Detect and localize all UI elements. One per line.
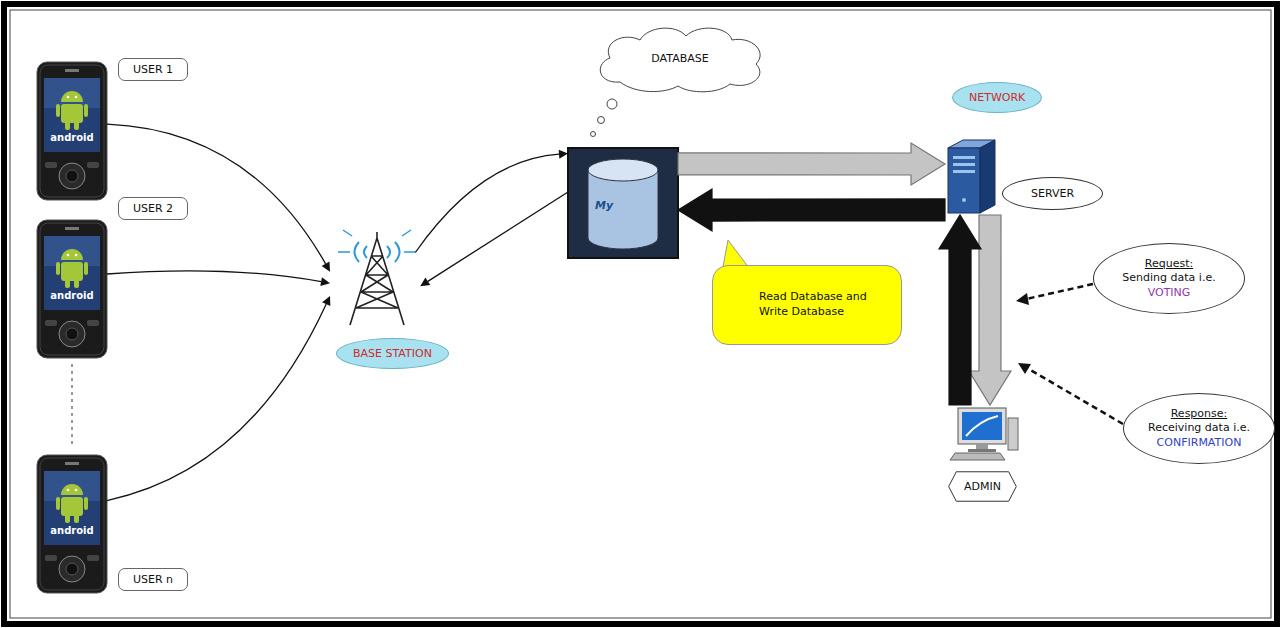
station-label: BASE STATION — [336, 338, 449, 369]
admin: ADMIN — [948, 405, 1020, 462]
network-bubble: NETWORK — [952, 82, 1042, 113]
connector — [939, 215, 981, 405]
network-label: NETWORK — [969, 91, 1025, 104]
base-station: BASE STATION — [330, 228, 425, 325]
user-label: USER 1 — [118, 58, 188, 81]
frame — [4, 4, 1277, 624]
response-text: Receiving data i.e. — [1132, 421, 1266, 435]
logo-text: android — [44, 290, 100, 301]
user-phone: USER 1 — [37, 62, 107, 200]
ellipsis-line — [71, 364, 73, 448]
dashed-pointer — [1026, 284, 1123, 424]
callout-text: Read Database and Write Database — [759, 290, 885, 320]
response-text: CONFIRMATION — [1132, 436, 1266, 450]
connector — [107, 124, 330, 272]
pointer-head — [1016, 293, 1031, 374]
user-phone: USER 2 — [37, 220, 107, 355]
user-label: USER n — [118, 568, 188, 591]
request-text: VOTING — [1102, 286, 1236, 300]
connector — [416, 150, 569, 253]
user-phone: USER n — [37, 455, 107, 593]
database-cloud: DATABASE — [590, 22, 770, 94]
connector — [678, 189, 945, 231]
response-oval: Response:Receiving data i.e.CONFIRMATION — [1123, 393, 1275, 464]
admin-label: ADMIN — [948, 471, 1017, 502]
logo-text: android — [44, 525, 100, 536]
phone-icon — [37, 455, 107, 593]
phone-icon — [37, 62, 107, 200]
thought-dots — [591, 99, 618, 137]
request-oval: Request:Sending data i.e.VOTING — [1093, 243, 1245, 314]
computer-icon — [950, 408, 1018, 460]
logo-text: My — [595, 199, 613, 212]
phone-icon — [37, 220, 107, 358]
request-text: Sending data i.e. — [1102, 271, 1236, 285]
logo-text: android — [44, 132, 100, 143]
connector — [107, 271, 330, 286]
database-cylinder: My — [568, 148, 678, 258]
response-text: Response: — [1132, 407, 1266, 421]
tower-icon — [338, 230, 416, 325]
request-text: Request: — [1102, 257, 1236, 271]
server-icon — [948, 140, 995, 213]
hexagon-shape: ADMIN — [948, 471, 1017, 502]
connector — [678, 143, 945, 185]
database-icon — [568, 148, 678, 258]
connector — [420, 192, 568, 286]
user-label: USER 2 — [118, 197, 188, 220]
connector — [107, 296, 330, 501]
server: SERVER — [945, 140, 1000, 215]
server-label: SERVER — [1002, 177, 1103, 210]
cloud-label: DATABASE — [651, 52, 708, 65]
callout-box: Read Database and Write Database — [712, 265, 902, 345]
inner-frame — [10, 10, 1271, 618]
